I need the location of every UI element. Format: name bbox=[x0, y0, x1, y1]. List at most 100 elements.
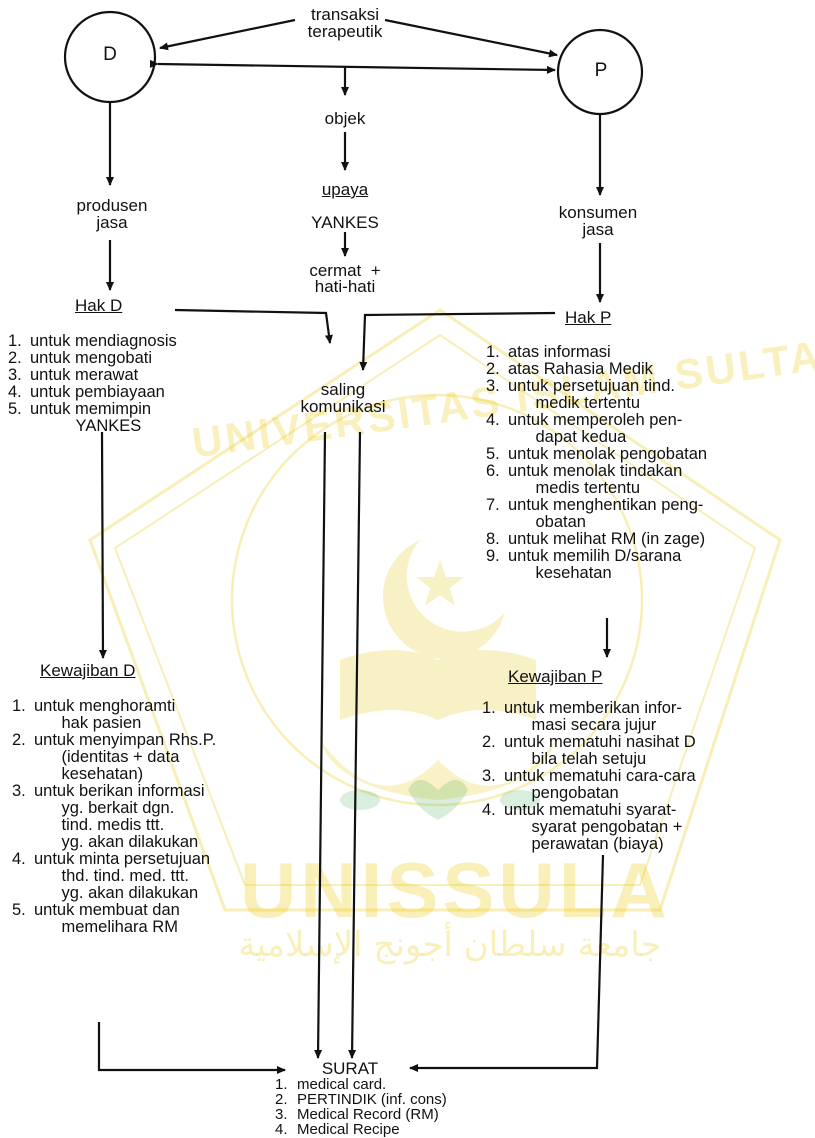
surat-item: 2. PERTINDIK (inf. cons) bbox=[275, 1092, 447, 1107]
hak-d-item-number: 2. bbox=[8, 349, 22, 367]
kewajiban-d-title: Kewajiban D bbox=[40, 661, 136, 680]
kewajiban-d-item-number: 2. bbox=[12, 731, 26, 749]
hak-p-item: 3. untuk persetujuan tind. medik tertentu bbox=[486, 378, 707, 412]
diagram-canvas: UNISSULA جامعة سلطان أجونج الإسلامية UNI… bbox=[8, 5, 815, 1137]
hak-d-item-text: untuk merawat bbox=[30, 366, 139, 384]
diagram-connectors bbox=[63, 10, 644, 1074]
surat-item: 3.Medical Record (RM) bbox=[275, 1107, 447, 1122]
hak-p-item-text: untuk persetujuan tind. medik tertentu bbox=[508, 377, 675, 412]
hak-d-item-number: 5. bbox=[8, 400, 22, 418]
hak-p-item-number: 9. bbox=[486, 547, 500, 565]
hak-p-item-text: atas Rahasia Medik bbox=[508, 360, 653, 378]
surat-item-number: 2. bbox=[275, 1091, 288, 1108]
hak-d-item-text: untuk pembiayaan bbox=[30, 383, 165, 401]
cermat-hati-hati-label: cermat + hati-hati bbox=[309, 261, 381, 296]
kewajiban-d-item-number: 3. bbox=[12, 782, 26, 800]
kewajiban-p-item-number: 3. bbox=[482, 767, 496, 785]
kewajiban-p-item: 2.untuk mematuhi nasihat D bila telah se… bbox=[482, 734, 696, 768]
surat-item: 4.Medical Recipe bbox=[275, 1122, 447, 1137]
surat-title: SURAT bbox=[321, 1059, 379, 1078]
surat-item-text: PERTINDIK (inf. cons) bbox=[297, 1091, 447, 1108]
node-d-label: D bbox=[103, 44, 117, 65]
surat-list: 1.medical card.2.PERTINDIK (inf. cons)3.… bbox=[275, 1077, 447, 1137]
kewajiban-p-item: 3. untuk mematuhi cara-cara pengobatan bbox=[482, 768, 696, 802]
hak-p-item-number: 8. bbox=[486, 530, 500, 548]
produsen-jasa-label: produsen jasa bbox=[76, 196, 148, 232]
kewajiban-d-item-text: untuk membuat dan memelihara RM bbox=[34, 901, 180, 936]
transaksi-terapeutik-label: transaksi terapeutik bbox=[307, 5, 383, 41]
hak-p-item-text: untuk menolak tindakan medis tertentu bbox=[508, 462, 683, 497]
hak-p-item: 8. untuk melihat RM (in zage) bbox=[486, 531, 707, 548]
hak-p-item-number: 4. bbox=[486, 411, 500, 429]
kewajiban-p-item-text: untuk mematuhi syarat- syarat pengobatan… bbox=[504, 801, 683, 853]
hak-d-item-text: untuk mengobati bbox=[30, 349, 153, 367]
kewajiban-d-item: 3. untuk berikan informasi yg. berkait dg… bbox=[12, 783, 216, 851]
node-p-label: P bbox=[594, 60, 608, 81]
kewajiban-d-item-number: 1. bbox=[12, 697, 26, 715]
node-p-circle bbox=[556, 28, 644, 116]
surat-item-text: Medical Recipe bbox=[297, 1121, 400, 1138]
hak-p-item-text: untuk melihat RM (in zage) bbox=[508, 530, 706, 548]
hak-d-item: 3. untuk merawat bbox=[8, 367, 177, 384]
kewajiban-p-title: Kewajiban P bbox=[508, 667, 603, 686]
hak-p-item-number: 5. bbox=[486, 445, 500, 463]
hak-p-item-number: 6. bbox=[486, 462, 500, 480]
hak-d-item-number: 1. bbox=[8, 332, 22, 350]
hak-d-item-number: 4. bbox=[8, 383, 22, 401]
kewajiban-d-item: 2. untuk menyimpan Rhs.P. (identitas + da… bbox=[12, 732, 216, 783]
kewajiban-p-item-number: 4. bbox=[482, 801, 496, 819]
watermark-name: UNISSULA bbox=[240, 846, 671, 934]
hak-p-item-number: 3. bbox=[486, 377, 500, 395]
kewajiban-p-item-number: 1. bbox=[482, 699, 496, 717]
hak-d-item-text: untuk memimpin YANKES bbox=[30, 400, 152, 435]
konsumen-jasa-label: konsumen jasa bbox=[558, 203, 638, 239]
surat-item: 1. medical card. bbox=[275, 1077, 447, 1092]
kewajiban-p-item-text: untuk mematuhi nasihat D bila telah setu… bbox=[504, 733, 696, 768]
hak-d-item: 2. untuk mengobati bbox=[8, 350, 177, 367]
university-watermark-logo bbox=[88, 308, 782, 912]
hak-p-item-text: untuk memilih D/sarana kesehatan bbox=[508, 547, 682, 582]
objek-label: objek bbox=[324, 109, 366, 128]
hak-p-item-text: untuk menghentikan peng- obatan bbox=[508, 496, 704, 531]
hak-p-item-text: untuk menolak pengobatan bbox=[508, 445, 708, 463]
kewajiban-d-item-number: 5. bbox=[12, 901, 26, 919]
yankes-label: YANKES bbox=[311, 213, 379, 232]
hak-p-item: 7. untuk menghentikan peng- obatan bbox=[486, 497, 707, 531]
kewajiban-p-item: 4. untuk mematuhi syarat- syarat pengobat… bbox=[482, 802, 696, 853]
kewajiban-d-item: 4.untuk minta persetujuan thd. tind. med… bbox=[12, 851, 216, 902]
kewajiban-p-list: 1.untuk memberikan infor- masi secara ju… bbox=[482, 700, 696, 853]
hak-p-item-text: untuk memperoleh pen- dapat kedua bbox=[508, 411, 683, 446]
hak-p-item-number: 7. bbox=[486, 496, 500, 514]
kewajiban-d-item-text: untuk berikan informasi yg. berkait dgn.… bbox=[34, 782, 205, 851]
surat-item-text: medical card. bbox=[297, 1076, 387, 1093]
hak-p-item-number: 1. bbox=[486, 343, 500, 361]
surat-item-number: 3. bbox=[275, 1106, 288, 1123]
hak-p-title: Hak P bbox=[565, 308, 612, 327]
hak-p-list: 1. atas informasi 2. atas Rahasia Medik 3. un… bbox=[486, 344, 707, 582]
kewajiban-d-item-text: untuk menyimpan Rhs.P. (identitas + data… bbox=[34, 731, 217, 783]
kewajiban-p-item: 1.untuk memberikan infor- masi secara ju… bbox=[482, 700, 696, 734]
kewajiban-p-item-text: untuk mematuhi cara-cara pengobatan bbox=[504, 767, 696, 802]
kewajiban-d-item-text: untuk menghoramti hak pasien bbox=[34, 697, 176, 732]
upaya-label: upaya bbox=[321, 180, 369, 199]
hak-d-item-text: untuk mendiagnosis bbox=[30, 332, 177, 350]
kewajiban-d-item: 1. untuk menghoramti hak pasien bbox=[12, 698, 216, 732]
hak-d-item: 1. untuk mendiagnosis bbox=[8, 333, 177, 350]
hak-p-item: 5. untuk menolak pengobatan bbox=[486, 446, 707, 463]
hak-p-item: 2. atas Rahasia Medik bbox=[486, 361, 707, 378]
hak-d-title: Hak D bbox=[75, 296, 123, 315]
hak-p-item-number: 2. bbox=[486, 360, 500, 378]
hak-p-item: 6. untuk menolak tindakan medis tertentu bbox=[486, 463, 707, 497]
hak-d-item: 4. untuk pembiayaan bbox=[8, 384, 177, 401]
hak-p-item: 1. atas informasi bbox=[486, 344, 707, 361]
surat-item-number: 1. bbox=[275, 1076, 288, 1093]
hak-d-list: 1. untuk mendiagnosis 2. untuk mengobati 3. u… bbox=[8, 333, 177, 435]
node-d-circle bbox=[63, 10, 157, 104]
hak-d-item-number: 3. bbox=[8, 366, 22, 384]
kewajiban-d-list: 1. untuk menghoramti hak pasien 2. untuk me… bbox=[12, 698, 216, 936]
hak-p-item: 9. untuk memilih D/sarana kesehatan bbox=[486, 548, 707, 582]
hak-p-item-text: atas informasi bbox=[508, 343, 611, 361]
saling-komunikasi-label: saling komunikasi bbox=[300, 380, 386, 416]
hak-p-item: 4. untuk memperoleh pen- dapat kedua bbox=[486, 412, 707, 446]
kewajiban-d-item-text: untuk minta persetujuan thd. tind. med. … bbox=[34, 850, 211, 902]
